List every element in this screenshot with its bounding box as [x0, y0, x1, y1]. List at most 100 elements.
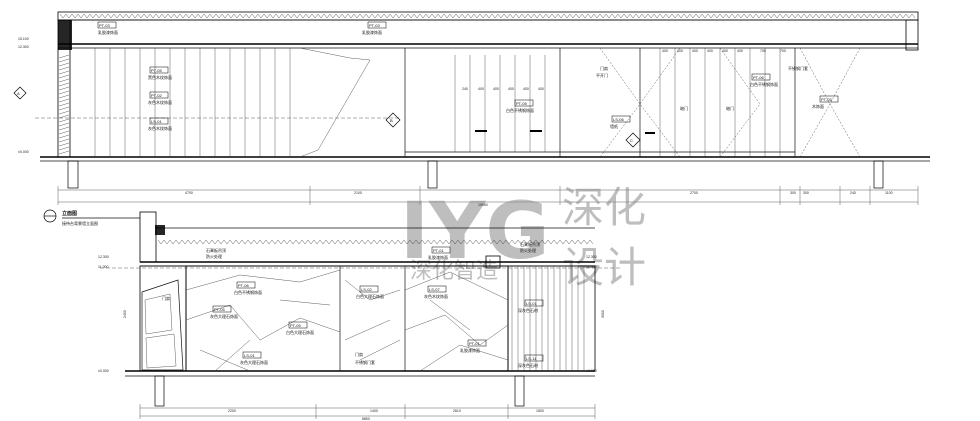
material-tag: PT-06 白色不锈钢饰面	[750, 73, 778, 87]
bottom-elevation	[100, 211, 620, 419]
svg-text:白色不锈钢饰面: 白色不锈钢饰面	[506, 107, 534, 113]
wall-hatch	[58, 82, 70, 87]
dim-label: 700	[780, 49, 786, 53]
material-tag: LS-02 白色大理石饰面	[356, 285, 384, 299]
dim-label: 4700	[185, 191, 193, 195]
stone-joint	[259, 317, 301, 341]
bottom-dims: 2200 1400 2610 1500 8850 2400 3000	[123, 310, 605, 421]
wall-hatch	[58, 142, 70, 147]
svg-text:PT-06: PT-06	[753, 75, 764, 80]
dim-label: 300	[790, 191, 796, 195]
material-tag: PT-02 灰色木纹饰面	[148, 91, 172, 105]
svg-text:LS-06: LS-06	[613, 117, 624, 122]
svg-text:PT-02: PT-02	[151, 93, 162, 98]
svg-text:PT-03: PT-03	[99, 23, 110, 28]
wall-hatch	[58, 90, 70, 95]
material-tag: LS-01 深灰色石材	[518, 299, 544, 313]
stone-joint	[479, 324, 509, 346]
svg-text:PT-05: PT-05	[516, 101, 527, 106]
stone-joint	[239, 274, 301, 283]
note: 门扇	[162, 295, 170, 301]
dim-label: 400	[523, 87, 529, 91]
dim-total: 8850	[362, 417, 370, 421]
svg-text:白色不锈钢饰面: 白色不锈钢饰面	[234, 289, 262, 295]
watermark-cn-bottom: 设计	[562, 243, 646, 292]
section-marker: A	[13, 86, 27, 100]
svg-text:LS-07: LS-07	[429, 287, 440, 292]
dim-label: 400	[707, 49, 713, 53]
svg-text:灰色木纹饰面: 灰色木纹饰面	[424, 293, 448, 299]
stone-joint	[369, 289, 401, 301]
dim-total: 15950	[478, 203, 488, 207]
svg-text:PT-05: PT-05	[290, 323, 301, 328]
wall-hatch	[58, 78, 70, 83]
material-tag: PT-05 木饰面	[812, 95, 839, 109]
stone-joint	[404, 271, 451, 291]
material-tag: PT-05 灰色大理石饰面	[210, 305, 238, 319]
wall-hatch	[58, 58, 70, 63]
wall-hatch	[58, 74, 70, 79]
dim-label: 400	[722, 49, 728, 53]
material-tag: PT-05 黑色木纹饰面	[148, 66, 172, 80]
top-dims-top: 400 400 400 400 400 400 700 700	[662, 49, 786, 53]
stone-joint	[404, 314, 446, 331]
top-elevation: A B C	[13, 11, 930, 205]
dim-label: 2400	[123, 310, 127, 318]
svg-text:PT-05: PT-05	[214, 307, 225, 312]
svg-text:木饰面: 木饰面	[812, 103, 824, 109]
dim-label: 400	[508, 87, 514, 91]
dim-label: 240	[850, 191, 856, 195]
note: 防火处理	[206, 253, 222, 259]
dim-label: 400	[478, 87, 484, 91]
svg-text:C: C	[630, 138, 633, 143]
wall-hatch	[58, 150, 70, 155]
dim-label: 2200	[228, 409, 236, 413]
svg-text:乳胶漆饰面: 乳胶漆饰面	[428, 254, 448, 260]
dim-label: 400	[737, 49, 743, 53]
stone-joint	[279, 299, 331, 306]
svg-text:乳胶漆饰面: 乳胶漆饰面	[460, 347, 480, 353]
dim-label: 240	[462, 87, 468, 91]
svg-text:LS-11: LS-11	[526, 356, 537, 361]
dim-label: 400	[662, 49, 668, 53]
level-label: 11.000	[586, 265, 596, 269]
watermark-cn-top: 深化	[562, 183, 646, 232]
drawing-title: 立面图 接待台背景墙立面图	[43, 209, 140, 226]
wall-hatch	[58, 66, 70, 71]
level-label: 12.300	[586, 255, 597, 259]
svg-text:灰色大理石饰面: 灰色大理石饰面	[240, 359, 268, 365]
svg-text:黑色木纹饰面: 黑色木纹饰面	[148, 74, 172, 80]
level-label: ±0.000	[98, 369, 109, 373]
material-tag: PT-01 乳胶漆饰面	[428, 246, 451, 260]
wall-hatch	[58, 146, 70, 151]
top-dims-bottom: 4700 2100 2700 300 300 240 1100 15950	[185, 191, 893, 207]
material-tag: LS-06 墙纸	[610, 115, 631, 129]
material-tag: LS-01 灰色大理石饰面	[240, 351, 268, 365]
dim-label: 300	[803, 191, 809, 195]
dim-label: 1500	[536, 409, 544, 413]
stone-joint	[459, 344, 509, 361]
level-label: 11.000	[98, 265, 108, 269]
dim-label: 400	[677, 49, 683, 53]
wall-hatch	[58, 106, 70, 111]
note: 石膏板吊顶	[206, 247, 226, 253]
svg-text:深灰色石材: 深灰色石材	[518, 362, 538, 368]
svg-text:LS-02: LS-02	[361, 287, 372, 292]
wall-hatch	[58, 122, 70, 127]
note: 不锈钢门套	[355, 359, 375, 365]
svg-text:PT-01: PT-01	[433, 248, 444, 253]
dim-label: 1100	[885, 191, 893, 195]
dim-label: 2700	[690, 191, 698, 195]
svg-text:乳胶漆饰面: 乳胶漆饰面	[362, 29, 382, 35]
stone-joint	[185, 274, 241, 291]
dim-label: 700	[760, 49, 766, 53]
material-tag: PT-01 乳胶漆饰面	[460, 339, 487, 353]
stone-joint	[229, 304, 261, 341]
material-tag: LS-01 灰色木纹饰面	[148, 117, 172, 131]
material-tag: PT-06 白色不锈钢饰面	[234, 281, 262, 295]
stone-joint	[299, 317, 341, 333]
stone-joint	[199, 349, 251, 372]
svg-text:LS-01: LS-01	[526, 301, 537, 306]
note: 门扇	[600, 65, 608, 71]
